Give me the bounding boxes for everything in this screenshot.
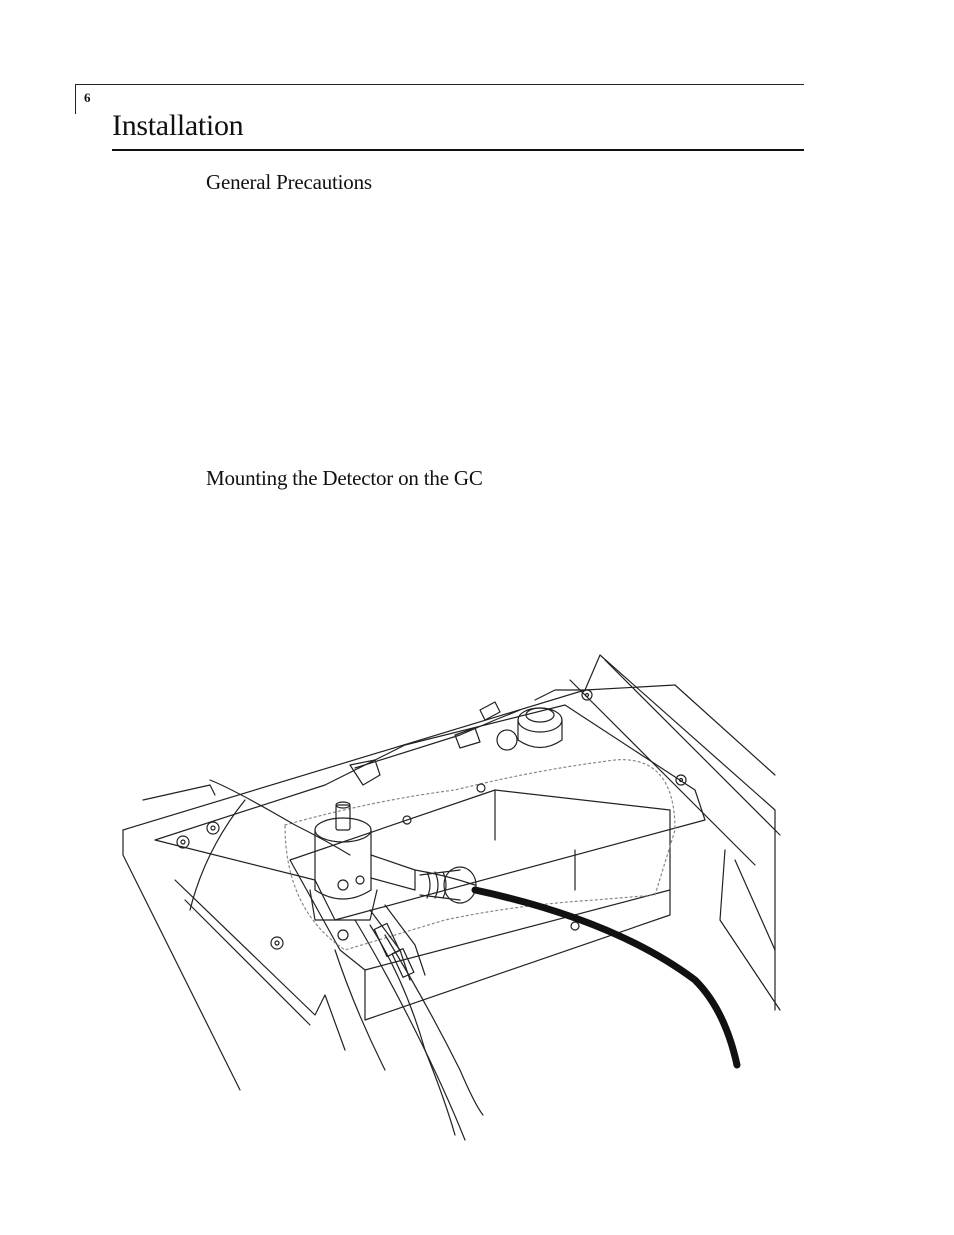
section-heading-general-precautions: General Precautions bbox=[206, 170, 372, 194]
section-heading-mounting-detector: Mounting the Detector on the GC bbox=[206, 466, 483, 490]
title-rule bbox=[112, 149, 804, 151]
chapter-title: Installation bbox=[112, 109, 244, 142]
header-side-rule bbox=[75, 84, 76, 114]
page-number: 6 bbox=[84, 90, 91, 105]
header-top-rule bbox=[75, 84, 804, 85]
detector-illustration bbox=[115, 650, 795, 1150]
